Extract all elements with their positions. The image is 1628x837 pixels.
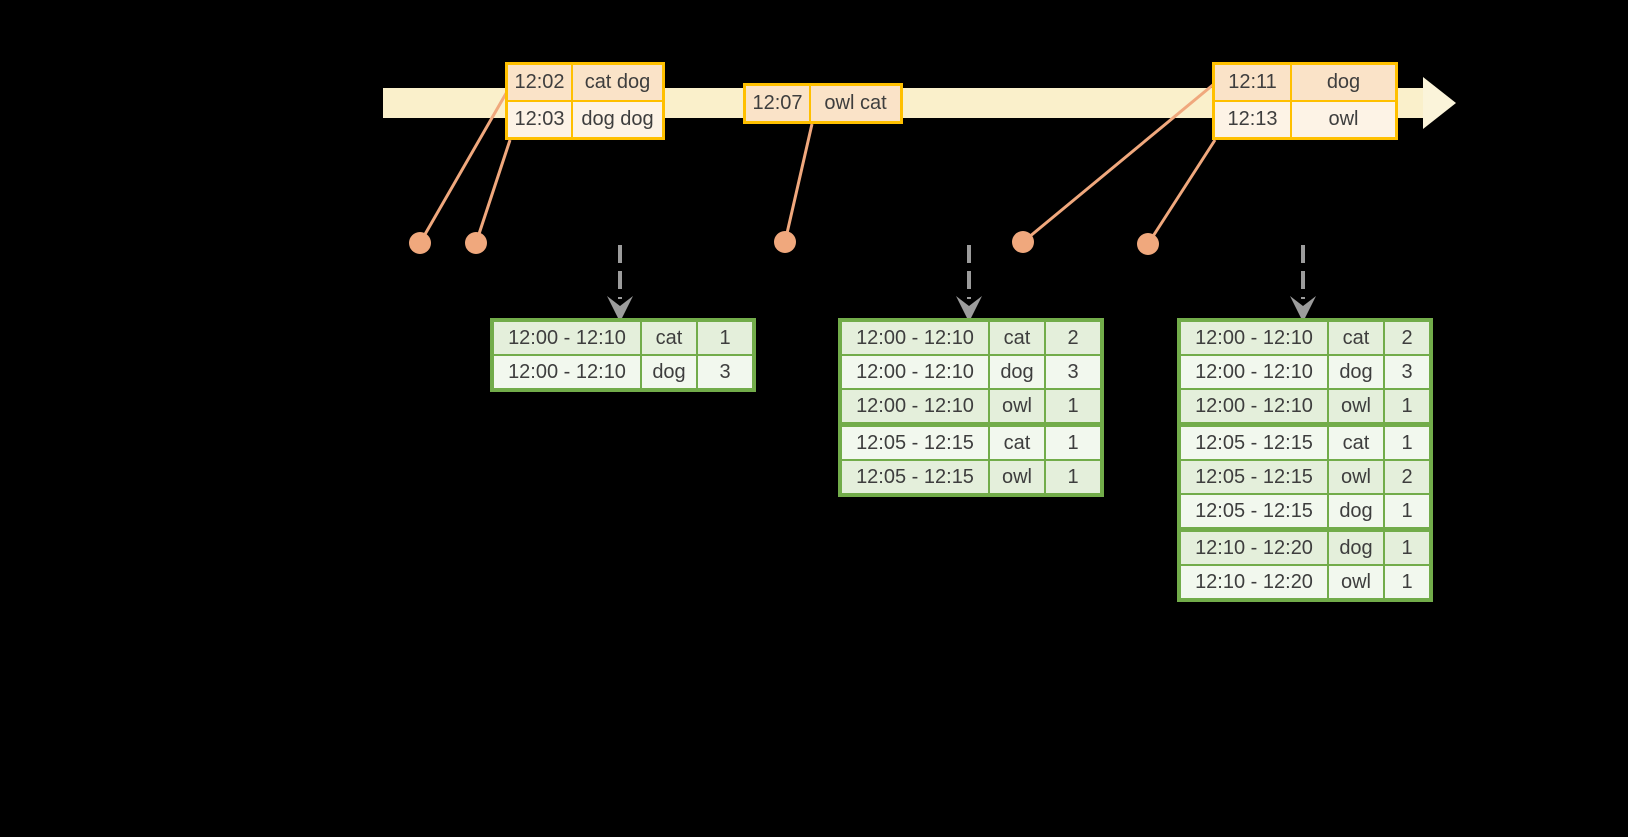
count-cell: 1: [1044, 423, 1103, 461]
count-cell: 1: [1383, 423, 1432, 461]
window-cell: 12:00 - 12:10: [491, 354, 642, 391]
window-cell: 12:00 - 12:10: [1178, 388, 1329, 427]
word-cell: dog: [1327, 354, 1385, 390]
result-table-1: 12:00 - 12:10 cat 1 12:00 - 12:10 dog 3: [490, 318, 756, 392]
table-row: 12:05 - 12:15 owl 2: [1178, 459, 1432, 495]
count-cell: 1: [1044, 459, 1103, 496]
word-cell: cat: [1327, 423, 1385, 461]
table-row: 12:03 dog dog: [505, 100, 665, 140]
window-cell: 12:05 - 12:15: [839, 459, 990, 496]
event-marker-dots: [409, 231, 1159, 255]
count-cell: 2: [1044, 319, 1103, 356]
table-row: 12:00 - 12:10 owl 1: [839, 388, 1103, 427]
window-cell: 12:00 - 12:10: [839, 319, 990, 356]
window-cell: 12:10 - 12:20: [1178, 564, 1329, 601]
event-words-cell: owl cat: [809, 83, 903, 124]
window-cell: 12:05 - 12:15: [1178, 493, 1329, 532]
word-cell: cat: [1327, 319, 1385, 356]
count-cell: 1: [696, 319, 755, 356]
window-cell: 12:00 - 12:10: [839, 388, 990, 427]
word-cell: cat: [988, 423, 1046, 461]
table-row: 12:05 - 12:15 dog 1: [1178, 493, 1432, 532]
table-row: 12:00 - 12:10 dog 3: [1178, 354, 1432, 390]
event-time-cell: 12:13: [1212, 100, 1292, 140]
arrow-down-icon: [607, 296, 633, 322]
word-cell: dog: [988, 354, 1046, 390]
count-cell: 1: [1383, 493, 1432, 532]
table-row: 12:10 - 12:20 dog 1: [1178, 528, 1432, 566]
word-cell: owl: [988, 388, 1046, 427]
count-cell: 3: [1383, 354, 1432, 390]
event-time-cell: 12:07: [743, 83, 811, 124]
word-cell: dog: [1327, 528, 1385, 566]
event-words-cell: cat dog: [571, 62, 665, 102]
count-cell: 2: [1383, 459, 1432, 495]
window-cell: 12:05 - 12:15: [839, 423, 990, 461]
table-row: 12:05 - 12:15 cat 1: [839, 423, 1103, 461]
window-cell: 12:05 - 12:15: [1178, 423, 1329, 461]
table-row: 12:00 - 12:10 cat 1: [491, 319, 755, 356]
table-row: 12:02 cat dog: [505, 62, 665, 102]
marker-line: [783, 123, 814, 243]
trigger-arrows: [607, 245, 1316, 322]
word-cell: owl: [988, 459, 1046, 496]
word-cell: dog: [640, 354, 698, 391]
word-cell: owl: [1327, 459, 1385, 495]
window-cell: 12:00 - 12:10: [839, 354, 990, 390]
marker-line: [1022, 82, 1215, 244]
event-dot-icon: [1137, 233, 1159, 255]
table-row: 12:07 owl cat: [743, 83, 903, 124]
marker-line: [418, 89, 510, 244]
table-row: 12:00 - 12:10 cat 2: [1178, 319, 1432, 356]
event-dot-icon: [465, 232, 487, 254]
window-cell: 12:10 - 12:20: [1178, 528, 1329, 566]
table-row: 12:00 - 12:10 dog 3: [491, 354, 755, 391]
result-table-3: 12:00 - 12:10 cat 2 12:00 - 12:10 dog 3 …: [1177, 318, 1433, 602]
count-cell: 3: [1044, 354, 1103, 390]
window-cell: 12:00 - 12:10: [491, 319, 642, 356]
table-row: 12:00 - 12:10 dog 3: [839, 354, 1103, 390]
event-table-2: 12:07 owl cat: [743, 83, 903, 124]
table-row: 12:10 - 12:20 owl 1: [1178, 564, 1432, 601]
event-words-cell: dog dog: [571, 100, 665, 140]
word-cell: cat: [640, 319, 698, 356]
count-cell: 3: [696, 354, 755, 391]
table-row: 12:00 - 12:10 owl 1: [1178, 388, 1432, 427]
count-cell: 1: [1383, 528, 1432, 566]
event-words-cell: owl: [1290, 100, 1398, 140]
event-dot-icon: [774, 231, 796, 253]
event-dot-icon: [409, 232, 431, 254]
result-table-2: 12:00 - 12:10 cat 2 12:00 - 12:10 dog 3 …: [838, 318, 1104, 497]
event-time-cell: 12:02: [505, 62, 573, 102]
table-row: 12:11 dog: [1212, 62, 1398, 102]
event-marker-lines: [418, 82, 1217, 245]
table-row: 12:05 - 12:15 cat 1: [1178, 423, 1432, 461]
table-row: 12:00 - 12:10 cat 2: [839, 319, 1103, 356]
word-cell: owl: [1327, 388, 1385, 427]
word-cell: cat: [988, 319, 1046, 356]
count-cell: 1: [1383, 564, 1432, 601]
table-row: 12:13 owl: [1212, 100, 1398, 140]
arrow-down-icon: [1290, 296, 1316, 322]
window-cell: 12:05 - 12:15: [1178, 459, 1329, 495]
count-cell: 1: [1383, 388, 1432, 427]
event-table-1: 12:02 cat dog 12:03 dog dog: [505, 62, 665, 140]
event-dot-icon: [1012, 231, 1034, 253]
count-cell: 1: [1044, 388, 1103, 427]
timeline-arrowhead-icon: [1423, 77, 1456, 129]
count-cell: 2: [1383, 319, 1432, 356]
marker-line: [1146, 139, 1217, 245]
word-cell: owl: [1327, 564, 1385, 601]
event-time-cell: 12:11: [1212, 62, 1292, 102]
word-cell: dog: [1327, 493, 1385, 532]
event-words-cell: dog: [1290, 62, 1398, 102]
window-cell: 12:00 - 12:10: [1178, 319, 1329, 356]
arrow-down-icon: [956, 296, 982, 322]
event-table-3: 12:11 dog 12:13 owl: [1212, 62, 1398, 140]
event-time-cell: 12:03: [505, 100, 573, 140]
table-row: 12:05 - 12:15 owl 1: [839, 459, 1103, 496]
marker-line: [474, 139, 512, 244]
window-cell: 12:00 - 12:10: [1178, 354, 1329, 390]
